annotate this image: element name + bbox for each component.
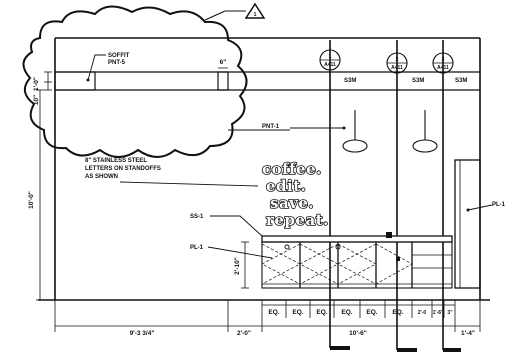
steel-label-line-2: LETTERS ON STANDOFFS	[85, 166, 161, 172]
section-marker-sheet: A411	[437, 65, 449, 71]
laminate-label-right: PL-1	[492, 202, 506, 208]
segment-dim-a: 2'-0	[418, 310, 427, 316]
paint-label: PNT-1	[262, 124, 280, 130]
section-marker-1: 1 A411 S3M	[319, 40, 356, 350]
soffit-gap-dim: 10"	[33, 95, 40, 105]
soffit-callout: SOFFIT PNT-5	[86, 53, 130, 82]
section-marker-ref: S3M	[344, 78, 356, 84]
pendant-lights	[342, 110, 438, 153]
equal-dimension-string	[261, 300, 456, 318]
wall-sign: coffee. edit. save. repeat.	[261, 159, 329, 230]
countertop-label: SS-1	[190, 214, 204, 220]
right-panel	[454, 159, 481, 289]
right-run-dim: 1'-4"	[461, 330, 475, 337]
section-marker-number: 3	[442, 57, 445, 63]
equal-dim-4: EQ.	[341, 309, 352, 316]
base-cabinet	[261, 235, 453, 289]
paint-callout: PNT-1	[228, 124, 346, 131]
soffit-label: SOFFIT	[108, 53, 130, 59]
height-dimension	[36, 89, 44, 301]
equal-dim-6: EQ.	[392, 309, 403, 316]
sign-word-repeat: repeat.	[266, 211, 329, 229]
section-marker-2: 2 A411 S3M	[386, 40, 424, 352]
revision-triangle: 1	[204, 2, 266, 21]
soffit-height-dim: 1'-0"	[33, 77, 40, 91]
counter-run-dim: 10'-6"	[349, 330, 367, 337]
segment-dim-b: 1'-6"	[433, 310, 444, 316]
overall-dimension-string	[54, 300, 481, 332]
steel-letters-callout: 8" STAINLESS STEEL LETTERS ON STANDOFFS …	[85, 158, 259, 187]
counter-height-dimension	[241, 241, 249, 289]
soffit-dimensions	[44, 67, 228, 91]
section-marker-sheet: A411	[391, 65, 403, 71]
equal-dim-1: EQ.	[268, 309, 279, 316]
sign-word-edit: edit.	[266, 177, 306, 195]
laminate-callout-left: PL-1	[190, 245, 273, 259]
steel-label-line-1: 8" STAINLESS STEEL	[85, 158, 147, 164]
cabinet-hardware	[284, 232, 400, 261]
counter-height-dim: 2'-10"	[234, 257, 241, 275]
laminate-callout-right: PL-1	[466, 202, 506, 212]
section-marker-number: 1	[329, 54, 332, 60]
offset-dim: 2'-0"	[237, 330, 251, 337]
soffit-width-dim: 6"	[220, 59, 227, 66]
sign-word-coffee: coffee.	[262, 160, 322, 178]
section-marker-sheet: A411	[324, 62, 336, 68]
section-marker-number: 2	[396, 57, 399, 63]
section-marker-ref: S3M	[412, 78, 424, 84]
segment-dim-c: 3"	[447, 310, 453, 316]
sign-word-save: save.	[270, 194, 314, 212]
soffit-paint-label: PNT-5	[108, 60, 126, 66]
revision-cloud	[22, 5, 248, 158]
total-height-dim: 10'-0"	[28, 191, 35, 209]
equal-dim-3: EQ.	[316, 309, 327, 316]
equal-dim-5: EQ.	[366, 309, 377, 316]
steel-label-line-3: AS SHOWN	[85, 174, 118, 180]
section-marker-ref: S3M	[455, 78, 467, 84]
section-marker-3: 3 A411 S3M	[432, 40, 467, 352]
soffit-band	[54, 71, 480, 91]
laminate-label-left: PL-1	[190, 245, 204, 251]
countertop-callout: SS-1	[190, 214, 263, 237]
equal-dim-2: EQ.	[292, 309, 303, 316]
left-run-dim: 9'-3 3/4"	[130, 330, 155, 337]
cabinet-door-swings	[261, 243, 413, 285]
revision-number: 1	[254, 12, 257, 18]
